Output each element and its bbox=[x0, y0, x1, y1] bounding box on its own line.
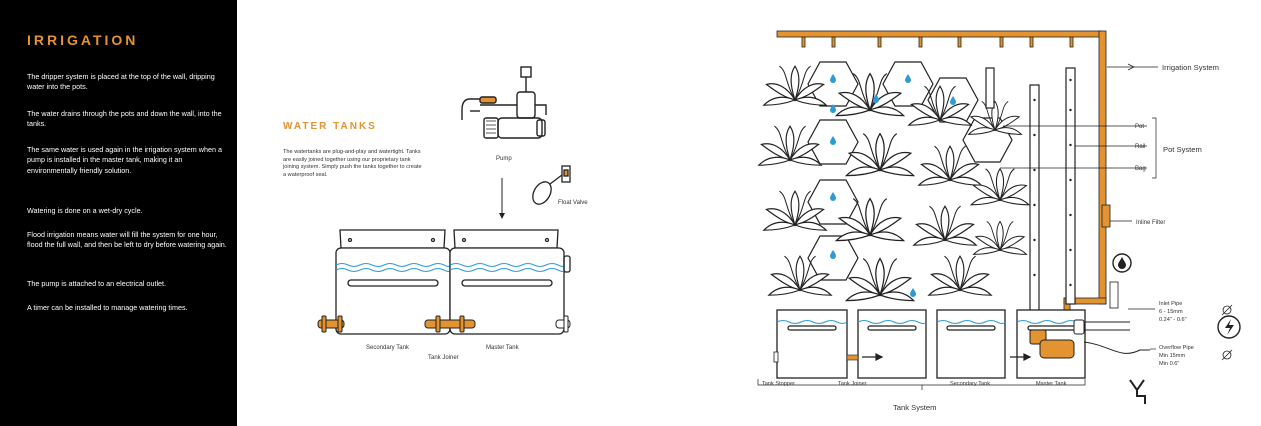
wall-tank-joiner-label: Tank Joiner bbox=[838, 381, 867, 387]
hexagonal-pots bbox=[807, 61, 1013, 281]
sidebar-paragraph: Watering is done on a wet-dry cycle. bbox=[27, 206, 143, 215]
irrigation-system-label: Irrigation System bbox=[1162, 63, 1219, 72]
rail-label: Rail bbox=[1135, 144, 1145, 150]
master-tank-label: Master Tank bbox=[486, 345, 520, 351]
secondary-tank-label: Secondary Tank bbox=[366, 345, 410, 351]
water-tanks-title: WATER TANKS bbox=[283, 121, 377, 132]
tank-system-label: Tank System bbox=[893, 403, 936, 412]
wall-master-tank-label: Master Tank bbox=[1036, 381, 1067, 387]
overflow-min-mm: Min 15mm bbox=[1159, 353, 1185, 359]
inlet-size-in: 0.24" - 0.6" bbox=[1159, 317, 1187, 323]
tank-joiner-label: Tank Joiner bbox=[428, 355, 459, 361]
inlet-size-mm: 6 - 15mm bbox=[1159, 309, 1183, 315]
sidebar-title: IRRIGATION bbox=[27, 32, 139, 48]
inlet-pipe-label: Inlet Pipe bbox=[1159, 301, 1182, 307]
float-valve-illustration bbox=[532, 165, 571, 205]
pump-assembly bbox=[1029, 319, 1150, 359]
sidebar-paragraph: The dripper system is placed at the top … bbox=[27, 72, 215, 92]
inline-filter-label: Inline Filter bbox=[1136, 220, 1165, 226]
overflow-min-in: Min 0.6" bbox=[1159, 361, 1179, 367]
diameter-icons bbox=[1221, 304, 1233, 361]
irrigation-sidebar: IRRIGATION The dripper system is placed … bbox=[0, 0, 237, 426]
float-valve-label: Float Valve bbox=[558, 200, 588, 206]
overflow-pipe-label: Overflow Pipe bbox=[1159, 345, 1194, 351]
sidebar-paragraph: A timer can be installed to manage water… bbox=[27, 303, 188, 312]
wall-tanks bbox=[776, 309, 1086, 379]
pot-label: Pot bbox=[1135, 124, 1144, 130]
water-tanks-description: The watertanks are plug-and-play and wat… bbox=[283, 149, 422, 178]
sidebar-paragraph: The same water is used again in the irri… bbox=[27, 145, 222, 175]
secondary-tank-illustration bbox=[335, 229, 451, 335]
tank-connectors bbox=[317, 315, 571, 333]
flow-arrow-head bbox=[499, 213, 505, 219]
bag-label: Bag bbox=[1135, 166, 1146, 172]
pot-system-label: Pot System bbox=[1163, 145, 1202, 154]
water-drop-icon bbox=[1112, 253, 1132, 273]
sidebar-paragraph: The water drains through the pots and do… bbox=[27, 109, 222, 129]
tank-flow-arrows bbox=[773, 351, 1032, 363]
pump-illustration bbox=[461, 66, 547, 139]
sidebar-paragraph: The pump is attached to an electrical ou… bbox=[27, 279, 167, 288]
pump-label: Pump bbox=[496, 156, 512, 162]
outlet-icon bbox=[1217, 315, 1241, 339]
drain-icon bbox=[1129, 379, 1146, 404]
master-tank-illustration bbox=[449, 229, 571, 335]
callout-lines bbox=[757, 63, 1158, 390]
tank-stopper-label: Tank Stopper bbox=[762, 381, 795, 387]
wall-secondary-tank-label: Secondary Tank bbox=[950, 381, 990, 387]
sidebar-paragraph: Flood irrigation means water will fill t… bbox=[27, 230, 227, 250]
